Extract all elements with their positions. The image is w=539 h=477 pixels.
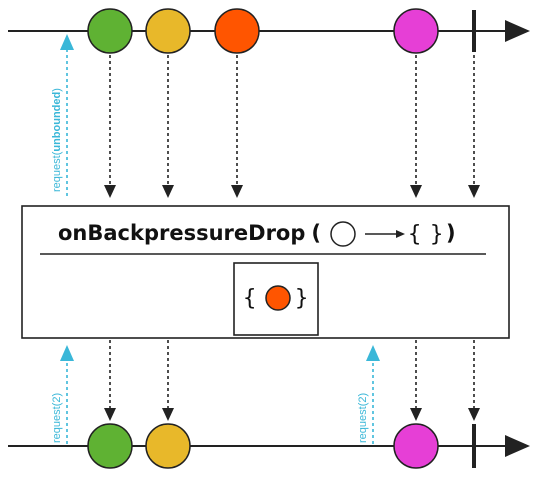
downstream-request-1: request(2): [51, 345, 74, 444]
operator-title: onBackpressureDrop(: [58, 221, 321, 245]
upstream-arrows: [109, 55, 475, 185]
downstream-request-2: request(2): [357, 345, 380, 444]
upstream-marble-yellow: [145, 8, 191, 54]
downstream-timeline: [8, 424, 530, 468]
any-item-icon: [330, 221, 356, 247]
upstream-timeline: [8, 10, 530, 52]
signature-close-paren: ): [446, 221, 456, 245]
dropped-brace-close: }: [295, 286, 308, 311]
upstream-marble-orange: [214, 8, 260, 54]
dropped-marble-orange: [265, 285, 291, 311]
downstream-request-2-label: request(2): [357, 393, 369, 443]
downstream-marble-green: [87, 423, 133, 469]
downstream-marble-magenta: [393, 423, 439, 469]
upstream-request: request(unbounded): [51, 34, 74, 196]
operator-box: onBackpressureDrop( { } ) { }: [21, 205, 510, 339]
downstream-request-1-label: request(2): [51, 393, 63, 443]
upstream-marble-magenta: [393, 8, 439, 54]
downstream-arrows: [109, 340, 475, 408]
dropped-brace-open: {: [243, 286, 256, 311]
empty-braces-open: {: [408, 222, 421, 247]
empty-braces-close: }: [430, 222, 443, 247]
downstream-marble-yellow: [145, 423, 191, 469]
upstream-request-label: request(unbounded): [51, 88, 63, 192]
upstream-marble-green: [87, 8, 133, 54]
